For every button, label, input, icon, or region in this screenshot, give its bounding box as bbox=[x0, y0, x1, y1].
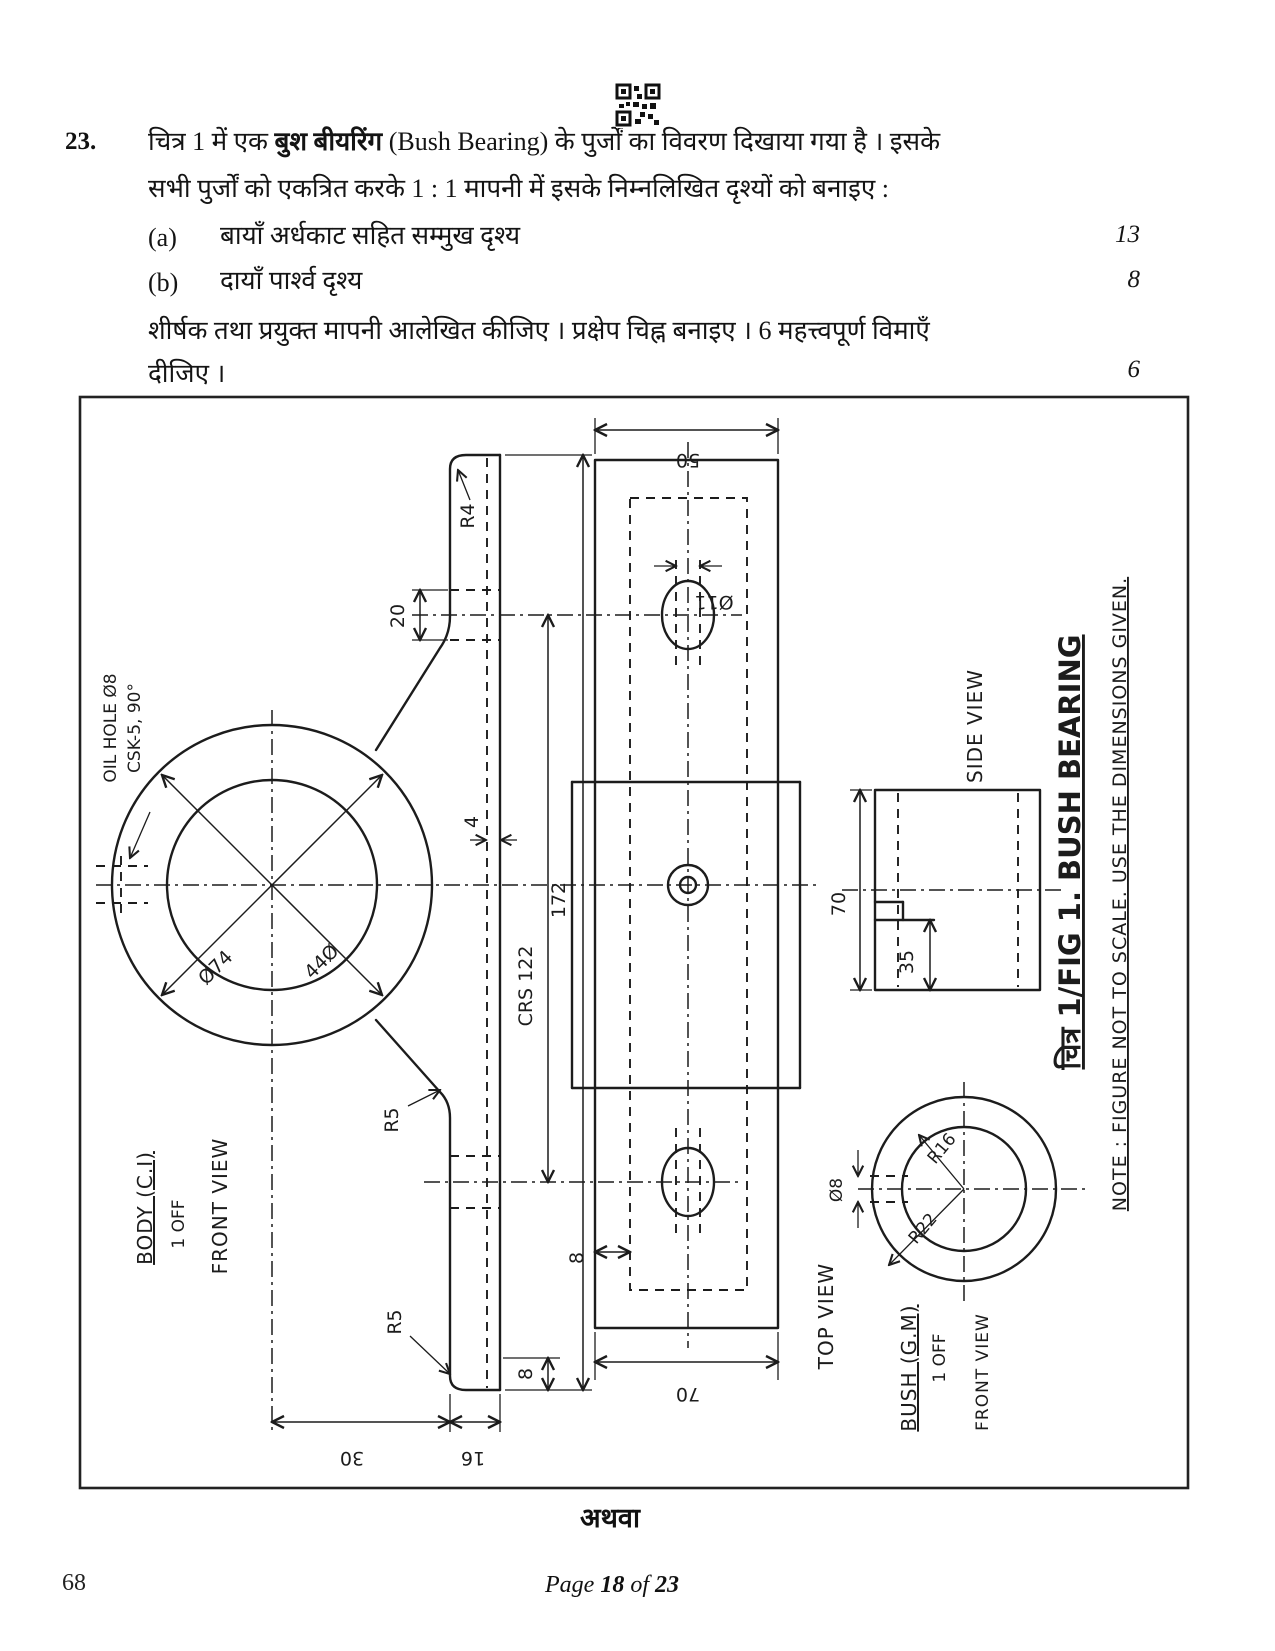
dim-label-crs122: CRS 122 bbox=[515, 946, 537, 1027]
dim-label-70-side: 70 bbox=[828, 892, 850, 916]
question-number: 23. bbox=[65, 128, 97, 155]
footer-page-number: 68 bbox=[62, 1570, 86, 1596]
dim-label-r5-upper: R5 bbox=[381, 1107, 403, 1132]
dim-label-r22: R22 bbox=[905, 1210, 942, 1248]
bush-view-label: FRONT VIEW bbox=[973, 1313, 993, 1431]
body-view-label: FRONT VIEW bbox=[208, 1138, 232, 1275]
top-view-label: TOP VIEW bbox=[814, 1263, 838, 1370]
footer-page-of: of bbox=[630, 1572, 649, 1598]
question-line1-bold: बुश बीयरिंग bbox=[274, 127, 383, 156]
dim-label-30: 30 bbox=[340, 1447, 364, 1469]
question-line-2: सभी पुर्जों को एकत्रित करके 1 : 1 मापनी … bbox=[148, 174, 889, 203]
question-line-1: चित्र 1 में एक बुश बीयरिंग (Bush Bearing… bbox=[148, 126, 1158, 159]
part-a-label: (a) bbox=[148, 223, 177, 252]
dim-label-dia44: 44Ø bbox=[300, 940, 343, 983]
figure-captions: चित्र 1/FIG 1. BUSH BEARING NOTE : FIGUR… bbox=[1053, 577, 1131, 1211]
oil-hole-label-line1: OIL HOLE Ø8 bbox=[101, 673, 121, 782]
or-separator: अथवा bbox=[580, 1503, 640, 1533]
figure-note: NOTE : FIGURE NOT TO SCALE. USE THE DIME… bbox=[1109, 577, 1131, 1211]
dim-label-4: 4 bbox=[461, 816, 483, 828]
dim-label-172: 172 bbox=[548, 882, 570, 918]
question-line1-pre: चित्र 1 में एक bbox=[148, 127, 275, 156]
footer-page-indicator: Page 18 of 23 bbox=[432, 1572, 792, 1599]
figure-border bbox=[78, 395, 1190, 1490]
part-b-text: दायाँ पार्श्व दृश्य bbox=[220, 266, 363, 295]
part-b-marks: 8 bbox=[1127, 266, 1141, 293]
bush-qty: 1 OFF bbox=[930, 1333, 950, 1382]
dim-label-35: 35 bbox=[896, 950, 918, 974]
footer-page-current: 18 bbox=[600, 1572, 625, 1598]
dim-label-r4: R4 bbox=[457, 503, 479, 528]
question-line1-post: (Bush Bearing) के पुर्जों का विवरण दिखाय… bbox=[382, 127, 941, 156]
qr-code bbox=[615, 83, 662, 128]
part-a-text: बायाँ अर्धकाट सहित सम्मुख दृश्य bbox=[220, 221, 521, 250]
dim-label-70-top: 70 bbox=[676, 1383, 700, 1405]
footer-page-total: 23 bbox=[654, 1572, 679, 1598]
dim-label-8-front: 8 bbox=[515, 1368, 537, 1380]
dim-label-50: 50 bbox=[676, 449, 700, 471]
dim-label-20: 20 bbox=[387, 604, 409, 628]
bush-title: BUSH (G.M) bbox=[897, 1304, 921, 1431]
dim-label-dia11: Ø11 bbox=[694, 591, 733, 613]
footer-page-word: Page bbox=[545, 1572, 595, 1598]
oil-hole-label-line2: CSK-5, 90° bbox=[125, 683, 145, 773]
dim-label-r16: R16 bbox=[924, 1130, 961, 1168]
body-qty: 1 OFF bbox=[169, 1199, 189, 1248]
front-view-body: OIL HOLE Ø8 CSK-5, 90° Ø74 44Ø R4 20 4 R… bbox=[96, 455, 818, 1469]
dim-label-8-top: 8 bbox=[566, 1252, 588, 1264]
closing-marks: 6 bbox=[1127, 356, 1141, 383]
closing-line-2: दीजिए । bbox=[148, 359, 226, 388]
figure-caption: चित्र 1/FIG 1. BUSH BEARING bbox=[1053, 634, 1087, 1070]
side-view-label: SIDE VIEW bbox=[963, 669, 987, 783]
dim-label-dia8-bush: Ø8 bbox=[827, 1178, 847, 1202]
body-title: BODY (C.I) bbox=[133, 1151, 157, 1265]
top-view: 50 Ø11 8 70 TOP VIEW bbox=[566, 418, 838, 1405]
dim-label-16: 16 bbox=[461, 1447, 485, 1469]
side-view: 70 35 SIDE VIEW bbox=[828, 669, 1062, 990]
bush-front-view: R16 R22 Ø8 BUSH (G.M) 1 OFF FRONT VIEW bbox=[827, 1082, 1088, 1432]
part-a-marks: 13 bbox=[1115, 221, 1140, 248]
dim-label-r5-lower: R5 bbox=[384, 1309, 406, 1334]
part-b-label: (b) bbox=[148, 268, 179, 297]
closing-line-1: शीर्षक तथा प्रयुक्त मापनी आलेखित कीजिए ।… bbox=[148, 316, 930, 345]
